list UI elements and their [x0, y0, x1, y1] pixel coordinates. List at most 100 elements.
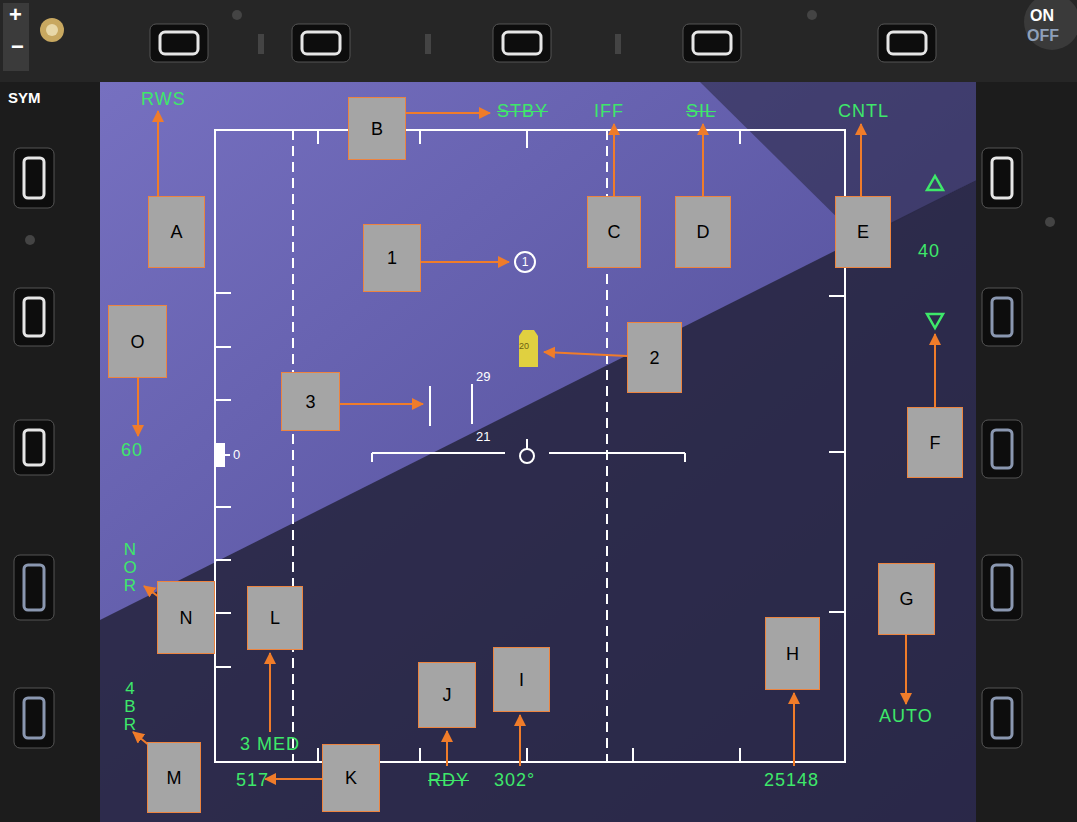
radar-graphics — [317, 130, 319, 144]
track-value: 29 — [476, 370, 490, 383]
callout-box: A — [148, 196, 205, 268]
top-buttons — [160, 32, 198, 54]
radar-graphics — [215, 130, 943, 762]
callout-box: H — [765, 617, 820, 690]
side-buttons — [992, 698, 1012, 738]
callout-box: F — [907, 407, 963, 478]
callout-arrows — [905, 635, 907, 704]
mfd-readout: CNTL — [838, 102, 889, 120]
radar-graphics — [215, 346, 231, 348]
callout-arrows — [269, 653, 271, 732]
top-buttons — [150, 24, 208, 62]
callout-box: O — [108, 305, 167, 378]
side-buttons — [992, 298, 1012, 336]
callout-letter: N — [180, 609, 193, 627]
callout-arrows — [406, 112, 490, 114]
bezel-marking: ON — [1030, 8, 1054, 24]
side-buttons — [982, 288, 1022, 346]
callout-box: C — [587, 196, 641, 268]
callout-box: N — [157, 581, 215, 654]
callout-box: 1 — [363, 224, 421, 292]
side-buttons — [982, 555, 1022, 620]
side-buttons — [24, 565, 44, 610]
radar-graphics — [549, 452, 685, 454]
bezel — [232, 10, 242, 20]
side-buttons — [14, 288, 54, 346]
callout-letter: H — [786, 645, 799, 663]
side-buttons — [14, 148, 54, 208]
bezel — [1024, 0, 1077, 50]
radar-graphics — [632, 748, 634, 762]
radar-graphics — [519, 330, 538, 367]
bezel — [3, 3, 29, 71]
callout-letter: E — [857, 223, 869, 241]
radar-graphics — [927, 314, 943, 328]
top-buttons — [888, 32, 926, 54]
callout-box: L — [247, 586, 303, 650]
callout-letter: M — [167, 769, 182, 787]
radar-graphics — [215, 559, 231, 561]
bezel — [0, 0, 1077, 82]
track-value: 21 — [476, 430, 490, 443]
radar-graphics — [739, 748, 741, 762]
mfd-readout: 25148 — [764, 771, 819, 789]
callout-letter: 1 — [387, 249, 397, 267]
mfd-readout: 60 — [121, 441, 143, 459]
top-buttons — [258, 34, 264, 54]
radar-graphics — [927, 176, 943, 190]
callout-box: K — [322, 744, 380, 812]
mfd-readout: IFF — [594, 102, 624, 120]
callout-arrows — [340, 403, 423, 405]
bezel-marking: OFF — [1027, 28, 1059, 44]
bezel — [807, 10, 817, 20]
callout-arrows — [446, 731, 448, 766]
mfd-readout: 40 — [918, 242, 940, 260]
mfd-readout: RWS — [141, 90, 186, 108]
side-buttons — [24, 698, 44, 738]
mfd-readout: 302° — [494, 771, 535, 789]
radar-graphics — [371, 453, 373, 462]
side-buttons — [982, 148, 1022, 208]
callout-box: G — [878, 563, 935, 635]
mfd-readout: SIL — [686, 102, 716, 120]
callout-box: M — [147, 742, 201, 813]
callout-letter: O — [130, 333, 144, 351]
side-buttons — [992, 430, 1012, 468]
callout-arrows — [265, 778, 322, 780]
bezel-marking: SYM — [8, 90, 41, 105]
callout-box: B — [348, 97, 406, 160]
callout-letter: A — [170, 223, 182, 241]
radar-graphics — [215, 130, 845, 762]
callout-letter: C — [608, 223, 621, 241]
radar-graphics — [215, 612, 231, 614]
bezel — [25, 235, 35, 245]
callout-letter: 2 — [649, 349, 659, 367]
mfd-readout: RDY — [428, 771, 469, 789]
radar-graphics — [829, 611, 845, 613]
callout-box: 2 — [627, 322, 682, 393]
callout-letter: B — [371, 120, 383, 138]
side-buttons — [24, 430, 44, 465]
callout-letter: F — [930, 434, 941, 452]
radar-graphics — [526, 130, 528, 148]
top-buttons — [493, 24, 551, 62]
callout-box: 3 — [281, 372, 340, 431]
top-buttons — [693, 32, 731, 54]
top-buttons — [150, 24, 936, 62]
side-buttons — [982, 688, 1022, 748]
top-buttons — [878, 24, 936, 62]
radar-graphics — [215, 506, 231, 508]
side-buttons — [992, 565, 1012, 610]
radar-graphics — [215, 443, 225, 467]
callout-arrows — [860, 124, 862, 196]
radar-graphics — [829, 451, 845, 453]
radar-graphics — [215, 666, 231, 668]
scale-value: 0 — [233, 448, 240, 461]
bezel-marking: + — [9, 4, 22, 26]
radar-graphics — [292, 130, 294, 762]
radar-graphics — [526, 439, 528, 449]
side-buttons — [982, 420, 1022, 478]
target-value: 20 — [519, 342, 529, 351]
callout-arrows — [157, 111, 159, 196]
